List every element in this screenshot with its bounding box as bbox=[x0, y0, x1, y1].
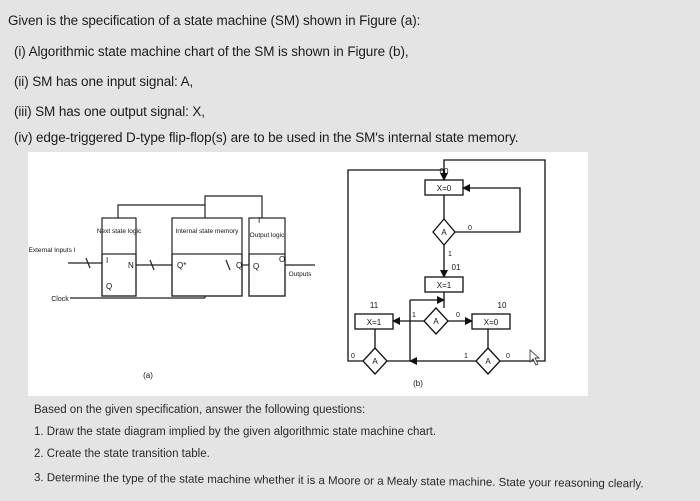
outputs-label: Outputs bbox=[289, 271, 313, 278]
decision-3-label: A bbox=[372, 357, 378, 366]
sig-o-label: O bbox=[279, 255, 285, 264]
code-10: 10 bbox=[498, 301, 507, 310]
figure-a-caption: (a) bbox=[143, 371, 153, 380]
internal-state-memory-label: Internal state memory bbox=[176, 228, 240, 235]
q-bus-slash bbox=[225, 259, 231, 271]
flow-A1-zero bbox=[455, 184, 521, 233]
state-01-output: X=1 bbox=[437, 281, 452, 290]
decision-1-label: A bbox=[441, 228, 447, 237]
clock-label: Clock bbox=[51, 296, 69, 303]
figure-a bbox=[68, 195, 315, 299]
decision-2-diamond bbox=[423, 307, 449, 335]
decision-1-one: 1 bbox=[448, 251, 452, 258]
question-1: 1. Draw the state diagram implied by the… bbox=[34, 426, 437, 438]
decision-4-diamond bbox=[475, 347, 501, 375]
feedback-loop-1 bbox=[117, 204, 206, 218]
figure-b-caption: (b) bbox=[413, 379, 423, 388]
sig-qstar-label: Q* bbox=[177, 261, 186, 270]
code-11: 11 bbox=[370, 301, 379, 310]
input-bus-slash bbox=[85, 257, 91, 269]
state-11-output: X=1 bbox=[367, 318, 382, 327]
decision-4-one: 1 bbox=[464, 353, 468, 360]
sig-n-label: N bbox=[128, 261, 134, 270]
sig-q2-label: Q bbox=[236, 261, 242, 270]
question-2: 2. Create the state transition table. bbox=[34, 448, 210, 460]
decision-4-zero: 0 bbox=[506, 353, 510, 360]
memory-inner-box bbox=[171, 253, 243, 297]
intro-line-5: (iv) edge-triggered D-type flip-flop(s) … bbox=[14, 130, 519, 145]
intro-line-4: (iii) SM has one output signal: X, bbox=[14, 104, 205, 119]
questions-intro: Based on the given specification, answer… bbox=[34, 404, 366, 416]
output-logic-label: Output logic bbox=[250, 232, 285, 239]
state-00-output: X=0 bbox=[437, 184, 452, 193]
code-00: 00 bbox=[440, 167, 449, 176]
sig-i2-label: I bbox=[258, 216, 260, 225]
feedback-loop-2 bbox=[204, 195, 263, 218]
next-state-logic-label: Next state logic bbox=[97, 228, 142, 235]
code-01: 01 bbox=[452, 263, 461, 272]
decision-3-zero: 0 bbox=[351, 353, 355, 360]
next-state-inner-box bbox=[101, 253, 137, 297]
figure-b-labels: 00 X=0 A 0 1 01 X=1 11 X=1 A 1 0 10 X=0 … bbox=[351, 167, 510, 388]
n-bus-slash bbox=[149, 259, 155, 271]
figure-a-labels: Next state logic Internal state memory O… bbox=[29, 216, 313, 303]
sig-q3-label: Q bbox=[253, 262, 259, 271]
sig-q-label: Q bbox=[106, 282, 112, 291]
decision-2-label: A bbox=[433, 317, 439, 326]
decision-3-diamond bbox=[362, 347, 388, 375]
intro-line-2: (i) Algorithmic state machine chart of t… bbox=[14, 44, 409, 59]
decision-2-one: 1 bbox=[412, 312, 416, 319]
external-inputs-label: External Inputs I bbox=[29, 247, 76, 254]
decision-4-label: A bbox=[485, 357, 491, 366]
intro-line-3: (ii) SM has one input signal: A, bbox=[14, 74, 194, 89]
output-inner-box bbox=[248, 253, 286, 297]
figure-b bbox=[347, 159, 546, 375]
state-10-output: X=0 bbox=[484, 318, 499, 327]
decision-2-zero: 0 bbox=[456, 312, 460, 319]
intro-line-1: Given is the specification of a state ma… bbox=[8, 13, 421, 28]
mouse-cursor-icon bbox=[529, 348, 541, 366]
sig-i-label: I bbox=[106, 256, 108, 265]
decision-1-zero: 0 bbox=[468, 225, 472, 232]
